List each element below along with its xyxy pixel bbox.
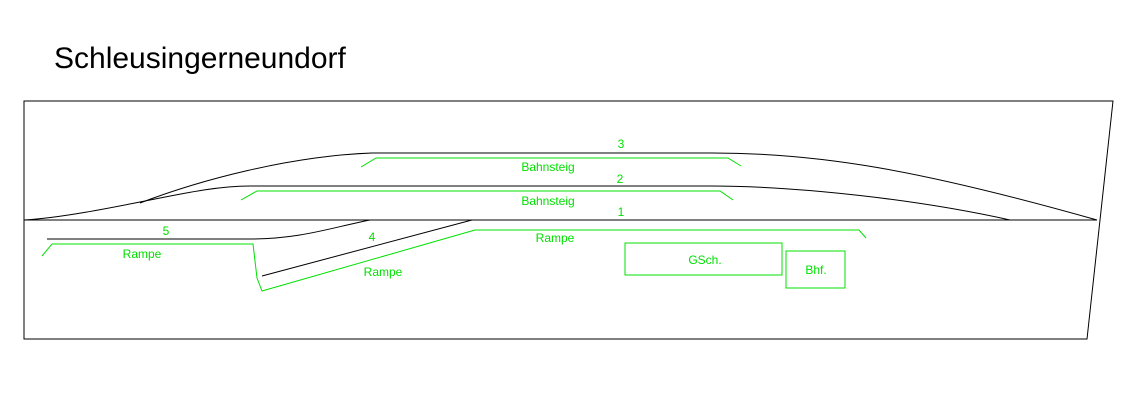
station-building-label: Bhf. <box>805 263 826 277</box>
ramp-left-label: Rampe <box>123 247 162 261</box>
diagram-frame <box>23 100 1114 340</box>
track-4-label: 4 <box>369 230 376 244</box>
goods-shed-box <box>624 242 783 276</box>
platform-upper <box>360 157 742 168</box>
page-title: Schleusingerneundorf <box>54 42 346 75</box>
track-1-label: 1 <box>618 205 625 219</box>
goods-shed-label: GSch. <box>688 253 721 267</box>
platform-lower <box>240 190 734 201</box>
track-5-line <box>47 219 371 240</box>
station-building-box <box>785 250 846 289</box>
ramp-middle <box>256 229 476 292</box>
ramp-middle-label: Rampe <box>364 265 403 279</box>
track-5-label: 5 <box>163 224 170 238</box>
track-2-label: 2 <box>617 172 624 186</box>
platform-upper-label: Bahnsteig <box>521 160 574 174</box>
track-3-line <box>139 152 1098 221</box>
ramp-right-label: Rampe <box>536 231 575 245</box>
platform-lower-label: Bahnsteig <box>521 194 574 208</box>
track-4-line <box>261 219 473 277</box>
ramp-right <box>475 229 867 239</box>
track-2-line <box>23 185 1011 221</box>
ramp-left <box>41 243 258 279</box>
track-3-label: 3 <box>618 137 625 151</box>
